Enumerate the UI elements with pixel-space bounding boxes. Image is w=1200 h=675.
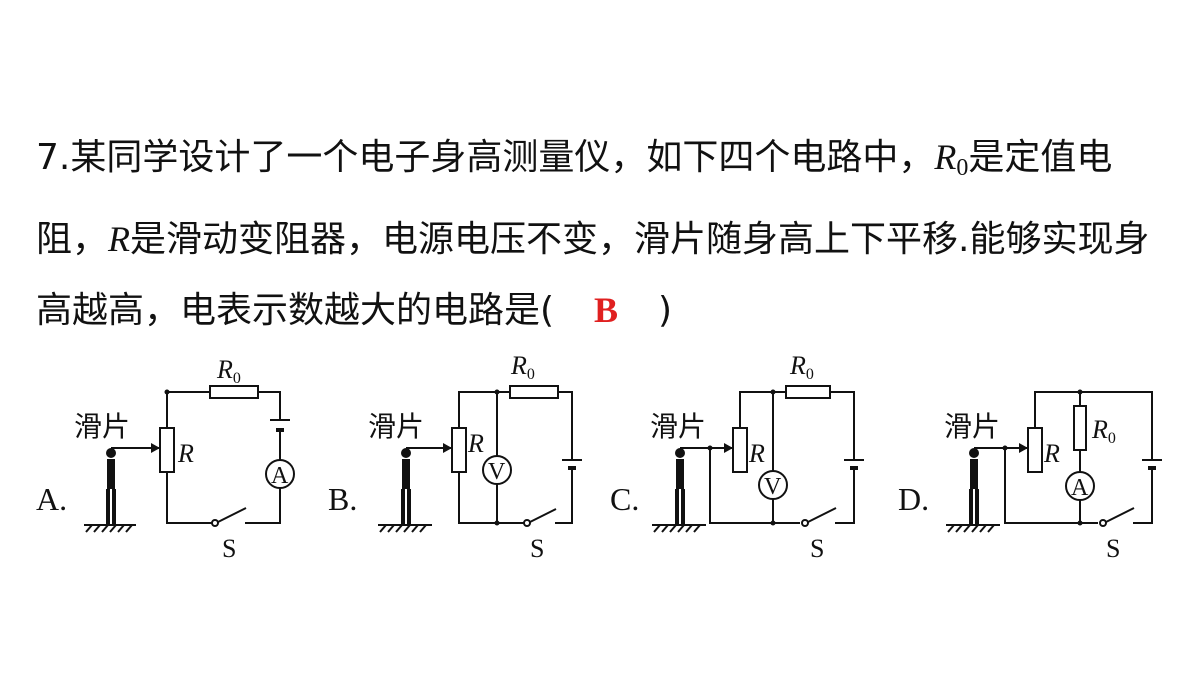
option-label-d: D. <box>898 481 929 517</box>
resistor-r0-d <box>1073 405 1087 451</box>
question-part-1: 7.某同学设计了一个电子身高测量仪，如下四个电路中， <box>36 137 935 178</box>
slider-label-d: 滑片 <box>944 410 1000 443</box>
resistor-r0-b <box>509 385 559 399</box>
person-icon-a <box>84 448 136 533</box>
resistor-r0-c <box>785 385 831 399</box>
option-label-c: C. <box>610 481 639 517</box>
rheostat-a <box>159 427 175 473</box>
r0-label-b: R0 <box>510 351 535 383</box>
circuit-d: D. 滑片 R R0 A S <box>898 389 1162 563</box>
r-label-c: R <box>748 439 765 468</box>
r0-label-c: R0 <box>789 351 814 383</box>
svg-text:V: V <box>488 459 506 485</box>
option-label-a: A. <box>36 481 67 517</box>
switch-a <box>217 507 247 523</box>
circuit-c: C. 滑片 R V R0 S <box>610 351 864 563</box>
rheostat-c <box>732 427 748 473</box>
svg-text:A: A <box>1071 475 1089 501</box>
r-label-a: R <box>177 439 194 468</box>
r0-symbol: R0 <box>934 137 969 181</box>
question-part-4: ) <box>658 290 673 331</box>
switch-d <box>1105 507 1135 523</box>
slider-label-a: 滑片 <box>74 410 130 443</box>
resistor-r0-a <box>209 385 259 399</box>
person-icon-d <box>946 448 1000 533</box>
r-label-d: R <box>1043 439 1060 468</box>
switch-b <box>529 508 557 523</box>
rheostat-b <box>451 427 467 473</box>
question-part-2: 是定值电阻， <box>36 137 1113 260</box>
switch-c <box>807 507 837 523</box>
r-symbol: R <box>108 219 131 259</box>
r0-label-d: R0 <box>1091 415 1116 447</box>
switch-label-c: S <box>810 534 824 563</box>
circuit-b: B. 滑片 R V R0 S <box>328 351 582 563</box>
circuit-diagrams: A. 滑片 R R0 A S B. 滑片 <box>36 351 1162 563</box>
r-label-b: R <box>467 429 484 458</box>
answer-letter: B <box>594 290 619 330</box>
svg-text:V: V <box>764 474 782 500</box>
r0-label-a: R0 <box>216 355 241 387</box>
person-icon-c <box>652 448 706 533</box>
switch-label-b: S <box>530 534 544 563</box>
switch-label-a: S <box>222 534 236 563</box>
circuit-a: A. 滑片 R R0 A S <box>36 355 295 563</box>
person-icon-b <box>378 448 432 533</box>
rheostat-d <box>1027 427 1043 473</box>
slider-label-c: 滑片 <box>650 410 706 443</box>
option-label-b: B. <box>328 481 357 517</box>
question-part-3: 是滑动变阻器，电源电压不变，滑片随身高上下平移.能够实现身高越高，电表示数越大的… <box>36 219 1150 331</box>
slider-label-b: 滑片 <box>368 410 424 443</box>
switch-label-d: S <box>1106 534 1120 563</box>
question-text: 7.某同学设计了一个电子身高测量仪，如下四个电路中，R0是定值电阻，R是滑动变阻… <box>36 122 1166 346</box>
svg-text:A: A <box>271 463 289 489</box>
